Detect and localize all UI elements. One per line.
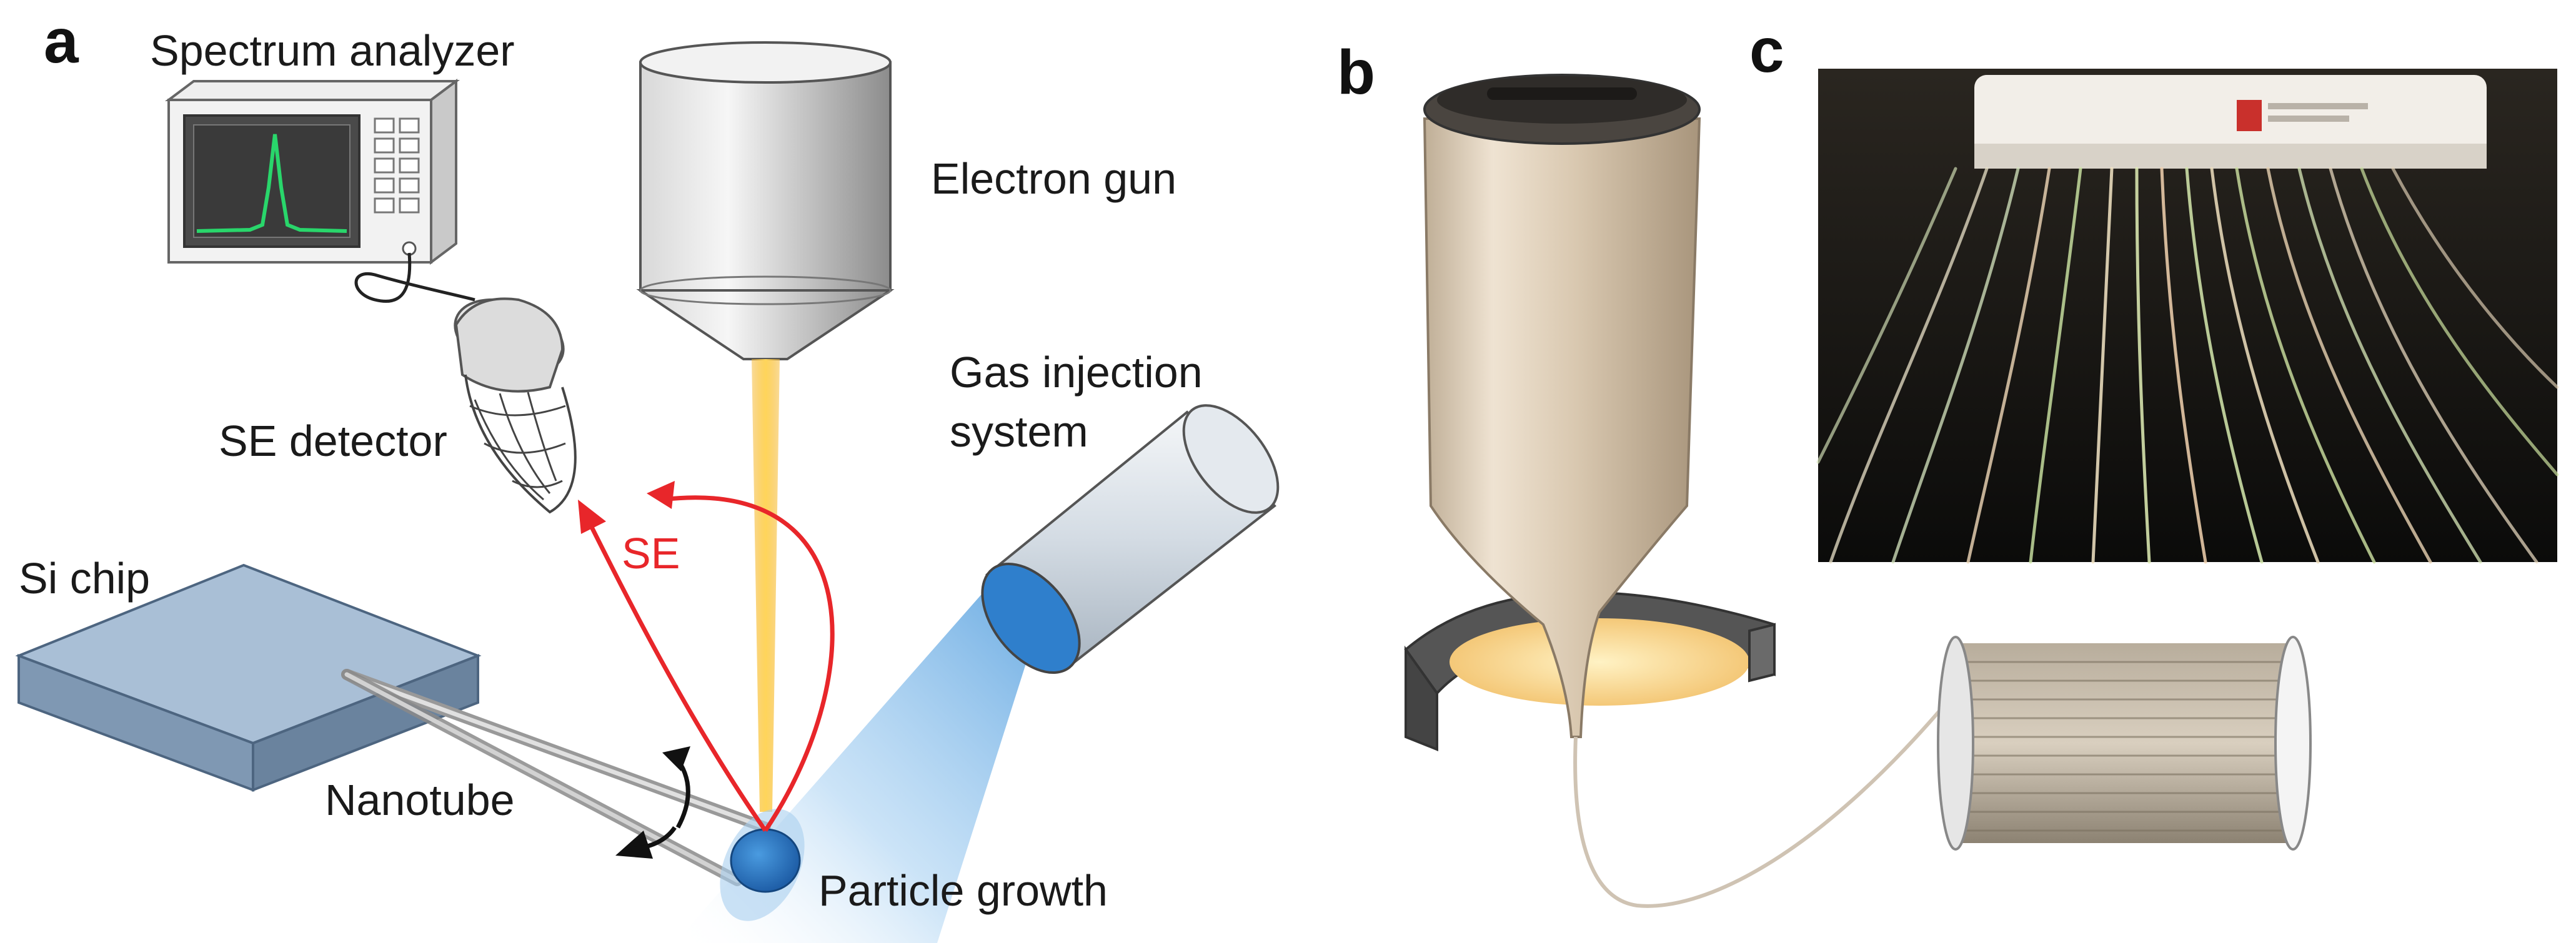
electron-gun (636, 41, 895, 360)
panel-label-a: a (44, 6, 79, 76)
fiber-photo (1816, 69, 2559, 564)
se-detector (454, 297, 577, 514)
fiber-spool (1937, 636, 2312, 851)
nanotube-label: Nanotube (325, 776, 515, 824)
optical-fiber (1573, 698, 1951, 908)
electron-gun-label: Electron gun (931, 154, 1176, 203)
se-label: SE (622, 529, 680, 578)
fiber-drawing-tower (1404, 74, 1951, 908)
spectrum-analyzer (165, 79, 460, 265)
particle-growth-label: Particle growth (818, 866, 1108, 915)
logo-mark (2237, 100, 2262, 131)
preform (1423, 117, 1701, 738)
si-chip-label: Si chip (19, 554, 150, 603)
electron-beam (752, 359, 780, 812)
gas-injection-label-line1: Gas injection (950, 348, 1203, 397)
spectrum-analyzer-label: Spectrum analyzer (150, 26, 515, 75)
spectrum-trace (196, 134, 347, 233)
panel-label-c: c (1749, 16, 1784, 86)
growth-particle (730, 828, 801, 893)
panel-label-b: b (1337, 37, 1375, 107)
gas-injection-nozzle (981, 404, 1280, 674)
gas-injection-label-line2: system (950, 407, 1088, 456)
nanotube (341, 669, 771, 886)
se-detector-label: SE detector (219, 417, 447, 465)
si-chip (15, 563, 482, 792)
detector-cable (354, 252, 475, 303)
se-path (585, 495, 835, 832)
